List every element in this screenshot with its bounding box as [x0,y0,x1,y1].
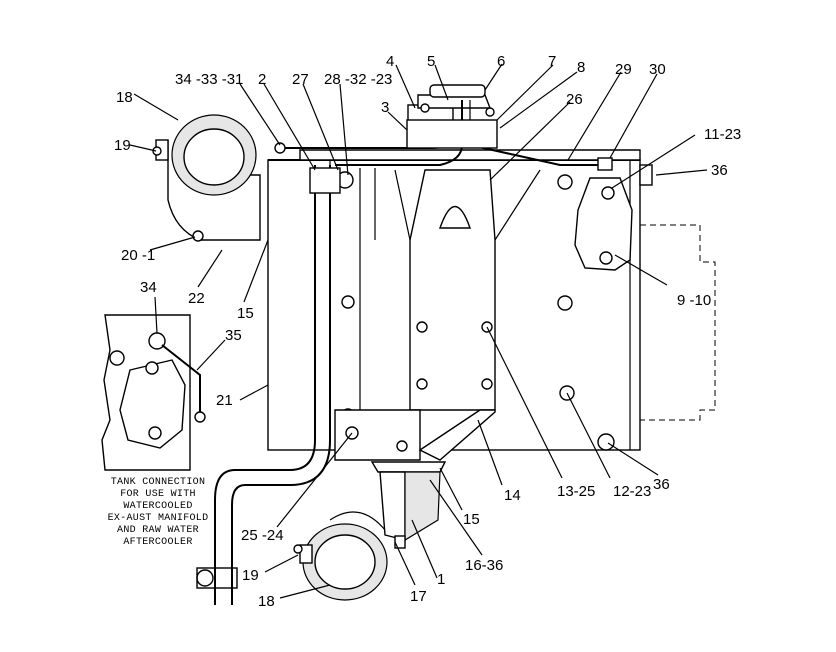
right-flange-plate [574,164,653,271]
callout-34-33-31: 34 -33 -31 [175,71,243,88]
callout-14: 14 [504,487,521,504]
tank-connection-note: TANK CONNECTION FOR USE WITH WATERCOOLED… [108,477,209,548]
callout-34-inset: 34 [140,279,157,296]
callout-27: 27 [292,71,309,88]
callout-21: 21 [216,392,233,409]
callout-36-right: 36 [711,162,728,179]
callout-4: 4 [386,53,394,70]
bolt [416,321,428,333]
callout-20-1: 20 -1 [121,247,155,264]
callout-1: 1 [437,571,445,588]
callout-18-bottom: 18 [258,593,275,610]
callout-25-24: 25 -24 [241,527,284,544]
callout-15-bottom: 15 [463,511,480,528]
bolt [481,378,493,390]
callout-19-bottom: 19 [242,567,259,584]
callout-2: 2 [258,71,266,88]
inset-detail [101,314,206,471]
left-riser-hose [196,165,341,605]
callout-8: 8 [577,59,585,76]
callout-13-25: 13-25 [557,483,595,500]
filler-neck-cap [335,84,498,166]
note-line-6: AFTERCOOLER [123,537,192,548]
callout-26: 26 [566,91,583,108]
callout-3: 3 [381,99,389,116]
callout-30: 30 [649,61,666,78]
note-line-5: AND RAW WATER [117,525,199,536]
note-line-2: FOR USE WITH [120,489,196,500]
callout-6: 6 [497,53,505,70]
callout-9-10: 9 -10 [677,292,711,309]
leader-lines [129,63,708,599]
note-line-3: WATERCOOLED [123,501,192,512]
top-left-outlet [152,114,261,242]
callout-18-top: 18 [116,89,133,106]
callout-11-23: 11-23 [704,126,741,143]
bottom-hose-clamp [293,511,388,601]
callout-17: 17 [410,588,427,605]
callout-35: 35 [225,327,242,344]
callout-16-36: 16-36 [465,557,503,574]
callout-15-left: 15 [237,305,254,322]
callout-22: 22 [188,290,205,307]
note-line-4: EX-AUST MANIFOLD [108,513,209,524]
bolt [416,378,428,390]
note-line-1: TANK CONNECTION [111,477,206,488]
callout-12-23: 12-23 [613,483,651,500]
callout-36-bottom: 36 [653,476,670,493]
callout-19-top: 19 [114,137,131,154]
center-shroud-panel [374,168,541,411]
callout-28-32-23: 28 -32 -23 [324,71,392,88]
callout-7: 7 [548,53,556,70]
callout-labels: 18 19 20 -1 22 15 21 34 -33 -31 2 27 28 … [114,53,741,610]
callout-29: 29 [615,61,632,78]
callout-5: 5 [427,53,435,70]
